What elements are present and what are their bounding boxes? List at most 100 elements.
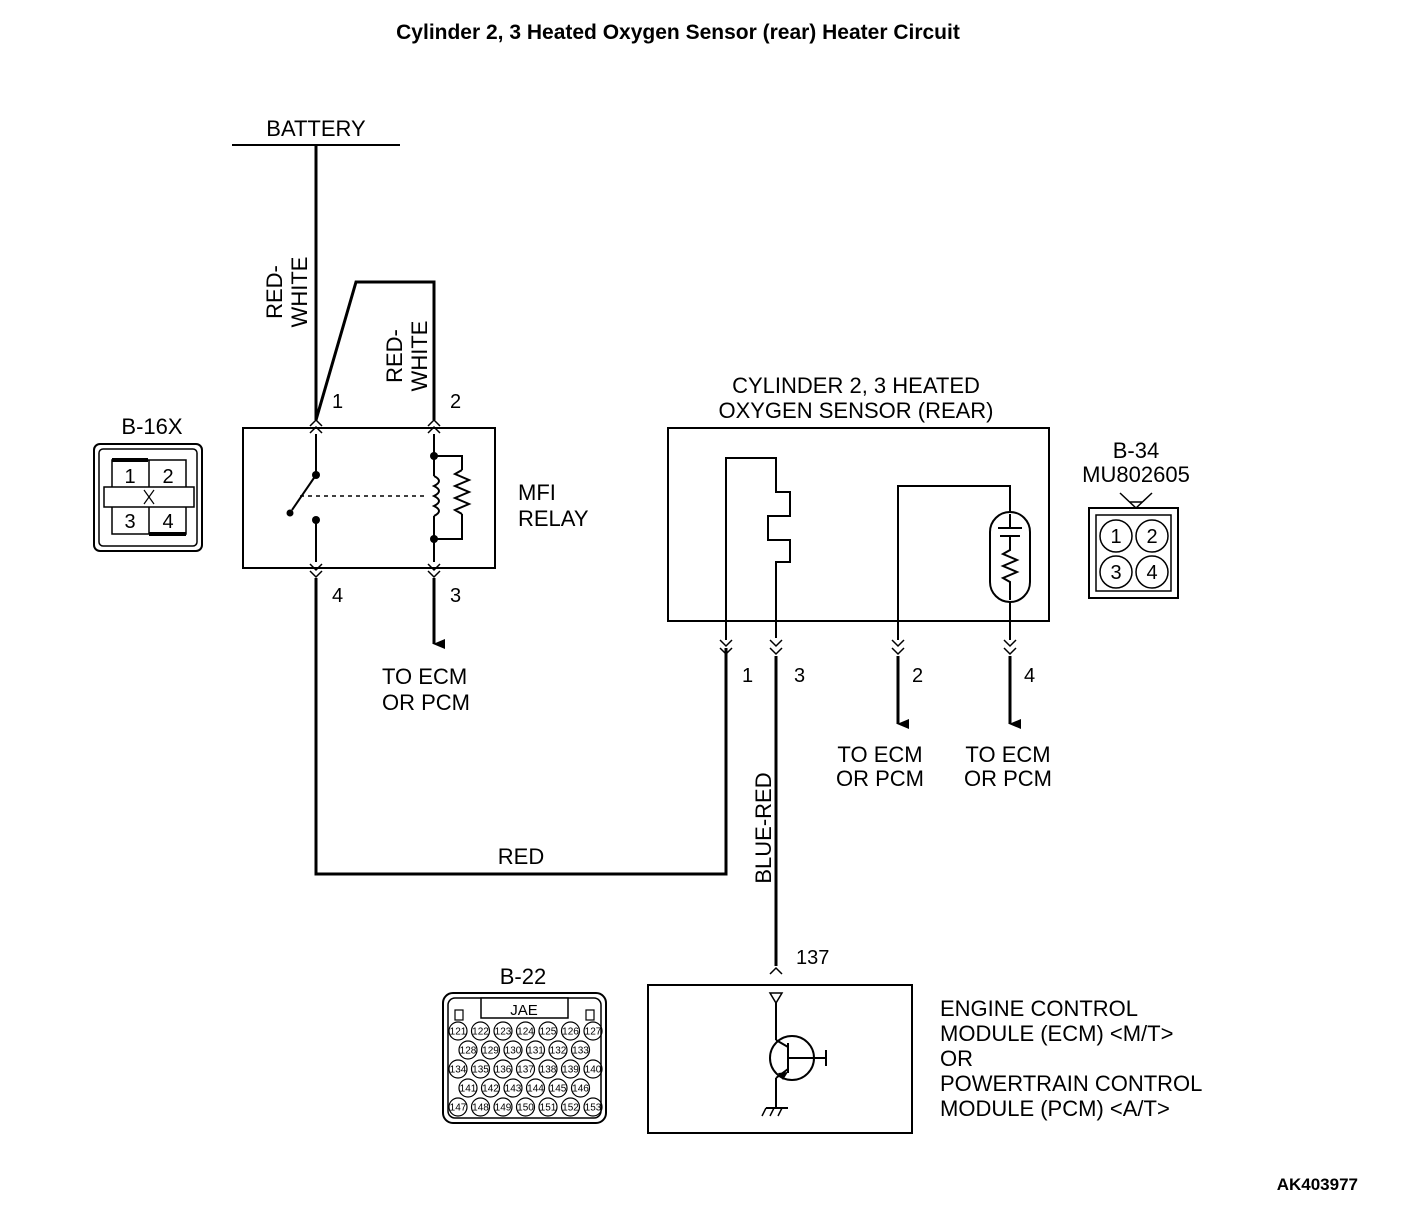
b22-label: B-22 [500,964,546,989]
relay-to-ecm-label-1: TO ECM [382,664,467,689]
relay-coil [430,434,472,562]
b22-pin-number: 126 [562,1027,579,1038]
b22-pin-number: 125 [540,1027,557,1038]
ecm-label-4: POWERTRAIN CONTROL [940,1071,1202,1096]
b22-pin-circle [525,1040,546,1060]
ecm-box [647,984,913,1134]
b22-pin-circle [560,1097,581,1117]
b22-pin-number: 138 [540,1065,557,1076]
relay-to-ecm-label-2: OR PCM [382,690,470,715]
battery-feed-wires [314,145,436,421]
b22-pin-number: 146 [572,1084,589,1095]
b22-pin-number: 143 [505,1084,522,1095]
b22-pin-number: 152 [562,1103,579,1114]
ecm-pin-137: 137 [796,947,829,969]
b22-pin-number: 139 [562,1065,579,1076]
b22-pin-circle [538,1059,558,1079]
ecm-terminal-mark [769,966,783,975]
red-white-label-1b: WHITE [287,257,312,328]
oxygen-sensor-box [667,427,1050,622]
b22-pin-number: 142 [482,1084,499,1095]
b22-pin-circle [570,1040,591,1060]
b22-pin-number: 134 [450,1065,467,1076]
b22-pin-circle [493,1059,513,1079]
b34-pin-4: 4 [1146,562,1157,584]
b16x-label: B-16X [121,414,182,439]
ecm-label-5: MODULE (PCM) <A/T> [940,1096,1170,1121]
red-wire [314,578,728,876]
b34-pin-3: 3 [1110,562,1121,584]
b22-pin-circle [560,1059,581,1079]
b22-pin-number: 133 [572,1046,589,1057]
sensor-pin4-to-ecm-label-2: OR PCM [964,766,1052,791]
b22-pin-number: 150 [517,1103,534,1114]
diagram-title: Cylinder 2, 3 Heated Oxygen Sensor (rear… [396,21,960,44]
relay-pin-1: 1 [332,391,343,413]
b22-pin-number: 122 [472,1027,489,1038]
b22-pin-circle [458,1078,478,1098]
red-white-label-2a: RED- [382,329,407,383]
figure-id: AK403977 [1277,1175,1358,1194]
mfi-relay-label-1: MFI [518,480,556,505]
b22-pin-circle [503,1078,523,1098]
b22-pin-number: 128 [460,1046,477,1057]
b16x-pin-1: 1 [124,466,135,488]
b22-pin-circle [493,1021,513,1041]
b22-pin-number: 121 [450,1027,467,1038]
sensor-pin-2: 2 [912,665,923,687]
sensor-label-2: OXYGEN SENSOR (REAR) [718,398,993,423]
b16x-connector [93,443,203,552]
b22-pin-number: 147 [450,1103,467,1114]
red-wire-label: RED [498,844,544,869]
ecm-label-2: MODULE (ECM) <M/T> [940,1021,1173,1046]
mfi-relay-label-2: RELAY [518,506,589,531]
blue-red-wire-label: BLUE-RED [751,772,776,883]
b22-pin-circle [538,1021,558,1041]
sensor-element [897,485,1031,640]
sensor-pin-4: 4 [1024,665,1035,687]
b22-pin-number: 151 [540,1103,557,1114]
relay-terminal-marks [309,418,441,579]
b16x-pin-4: 4 [162,511,173,533]
b16x-pin-2: 2 [162,466,173,488]
b34-label: B-34 [1113,438,1159,463]
mfi-relay-box [242,427,496,569]
b22-pin-circle [470,1059,491,1079]
b22-pin-circle [448,1097,468,1117]
b22-pin-number: 148 [472,1103,489,1114]
b34-pin-1: 1 [1110,526,1121,548]
b22-pin-circle [448,1021,468,1041]
sensor-pin-3: 3 [794,665,805,687]
b22-pin-number: 141 [460,1084,477,1095]
b22-pin-circle [560,1021,581,1041]
b22-pin-circle [515,1059,536,1079]
b22-pin-number: 127 [585,1027,602,1038]
relay-switch [286,434,426,562]
b22-pin-number: 131 [527,1046,544,1057]
b22-pin-circle [570,1078,591,1098]
b22-pin-number: 129 [482,1046,499,1057]
b22-pin-number: 136 [495,1065,512,1076]
b22-pin-circle [480,1040,501,1060]
b22-pin-number: 123 [495,1027,512,1038]
b22-pin-circle [583,1021,603,1041]
sensor-pin4-to-ecm-label-1: TO ECM [965,742,1050,767]
ecm-transistor [761,992,827,1117]
b22-pin-circle [448,1059,468,1079]
b22-maker: JAE [510,1002,538,1019]
b22-pin-number: 153 [585,1103,602,1114]
red-white-label-1a: RED- [262,265,287,319]
b22-pin-number: 124 [517,1027,534,1038]
ecm-label-3: OR [940,1046,973,1071]
sensor-pin-1: 1 [742,665,753,687]
b22-pin-circle [470,1021,491,1041]
relay-pin-2: 2 [450,391,461,413]
b22-pin-number: 149 [495,1103,512,1114]
b22-pin-circle [548,1040,568,1060]
b22-pin-number: 137 [517,1065,534,1076]
b34-connector [1088,492,1179,599]
b22-pin-circle [515,1021,536,1041]
sensor-pin2-to-ecm-label-2: OR PCM [836,766,924,791]
b22-pin-circle [583,1097,603,1117]
